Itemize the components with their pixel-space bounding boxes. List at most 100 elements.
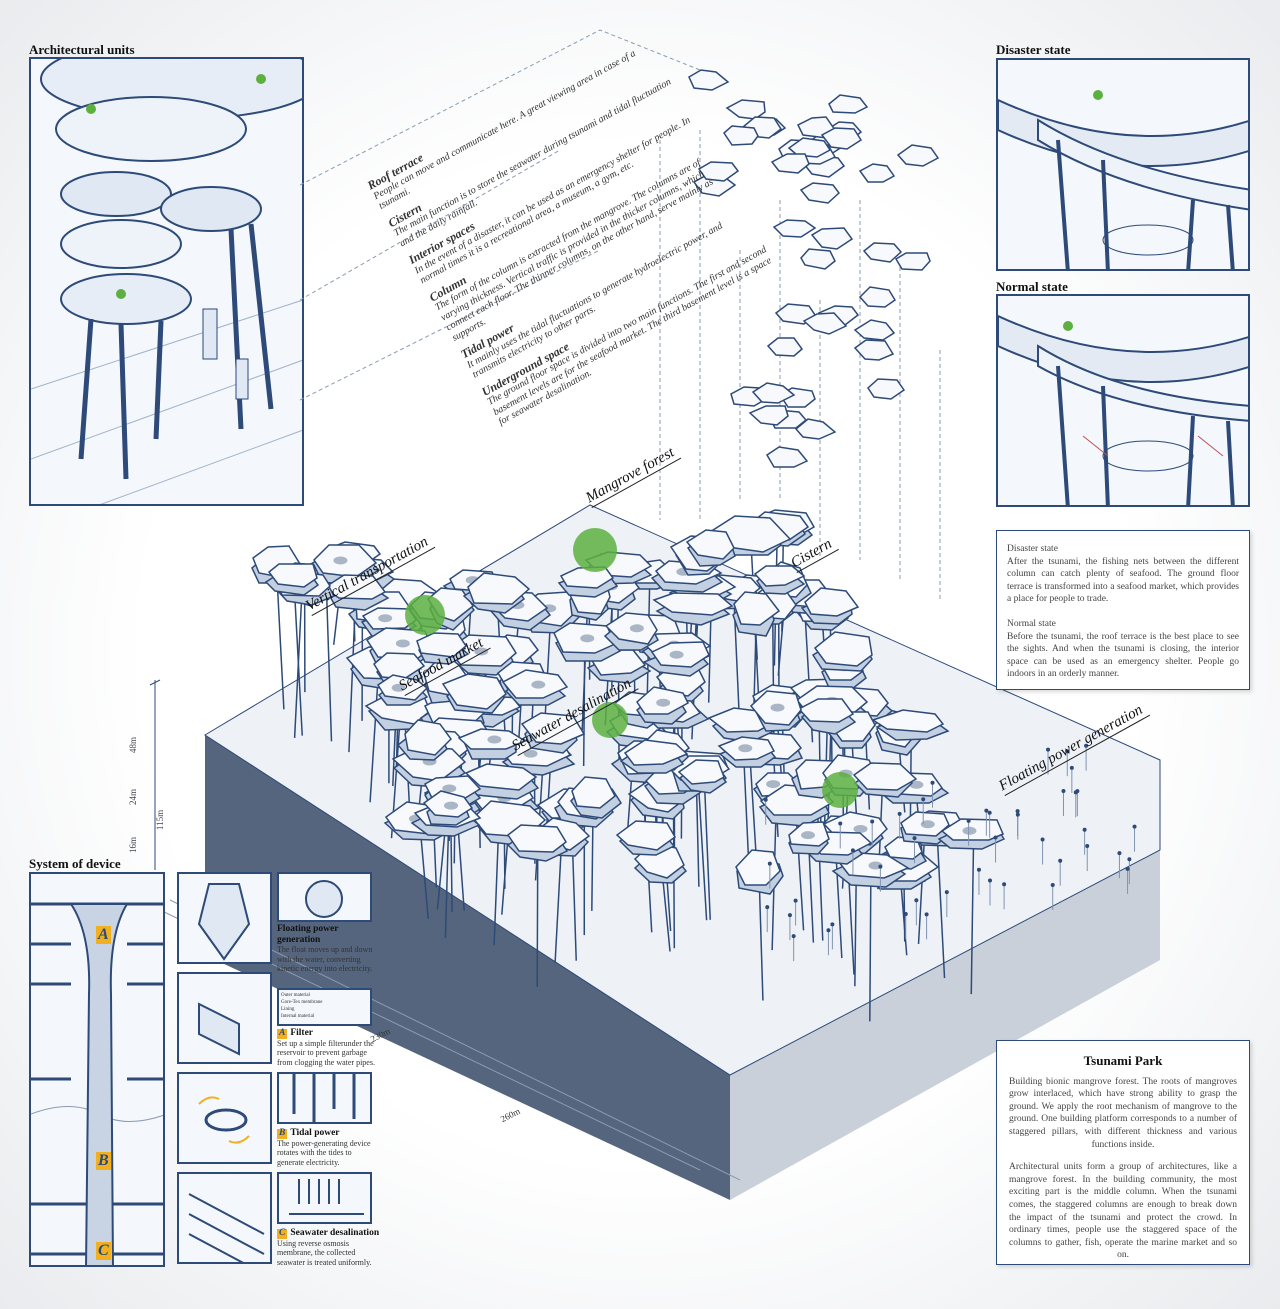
pillar: [325, 573, 333, 742]
platform-opening: [770, 703, 785, 712]
platform-opening: [853, 824, 868, 833]
floating-platform: [748, 405, 789, 426]
system-of-device-title: System of device: [29, 856, 121, 871]
normal-body: Before the tsunami, the roof terrace is …: [1007, 631, 1239, 680]
floating-platform: [772, 219, 817, 238]
platform-opening: [909, 780, 924, 789]
architectural-units-panel: [29, 57, 304, 506]
float: [1085, 844, 1090, 849]
desalination-pipes-illustration: [177, 1172, 272, 1264]
floating-platform: [774, 303, 817, 325]
platform-opening: [738, 744, 753, 753]
float: [966, 818, 971, 823]
float: [1058, 858, 1063, 863]
floating-platform: [800, 248, 836, 270]
floating-platform: [896, 144, 940, 167]
platform: [404, 719, 452, 756]
platform-opening: [474, 647, 489, 656]
device-title: Seawater desalination: [290, 1228, 380, 1238]
platform: [685, 529, 735, 560]
device-tag: A: [277, 1028, 288, 1039]
float: [878, 864, 883, 869]
float: [1132, 824, 1137, 829]
float: [767, 861, 772, 866]
float: [870, 819, 875, 824]
platform: [753, 565, 806, 587]
floating-platform: [770, 153, 810, 174]
device-text: The power-generating device rotates with…: [277, 1138, 371, 1167]
height-dim-1: 48m: [128, 736, 139, 754]
pillar: [869, 865, 872, 1022]
disaster-body: After the tsunami, the fishing nets betw…: [1007, 556, 1239, 605]
disaster-state-panel: [996, 58, 1250, 271]
floating-platform: [867, 378, 906, 400]
floating-platform: [810, 227, 854, 250]
float: [1040, 837, 1045, 842]
filter-layer: Lining: [281, 1007, 295, 1012]
floating-platform: [853, 319, 896, 341]
float: [1084, 743, 1089, 748]
platform: [733, 591, 781, 626]
floating-platform: [723, 125, 759, 146]
platform-opening: [920, 820, 935, 829]
floating-platform: [858, 286, 897, 308]
pillar: [935, 825, 946, 979]
float: [1125, 866, 1130, 871]
column-tag-b: B: [96, 1152, 111, 1170]
float: [793, 898, 798, 903]
floating-platform: [766, 337, 804, 357]
platform: [506, 824, 567, 853]
float: [787, 913, 792, 918]
float: [1127, 857, 1132, 862]
desalination-detail-illustration: [277, 1172, 372, 1224]
floating-platform: [799, 182, 841, 204]
block-left-face: [205, 735, 730, 1200]
device-tag: C: [277, 1228, 288, 1239]
column-section-drawing: [31, 902, 163, 1265]
tidal-devices-illustration: [277, 1072, 372, 1124]
float: [924, 912, 929, 917]
platform-opening: [580, 634, 595, 643]
float: [987, 810, 992, 815]
normal-state-drawing: [998, 314, 1248, 505]
platform-opening: [444, 801, 459, 810]
column-tag-c: C: [96, 1242, 111, 1260]
float: [1061, 788, 1066, 793]
platform: [623, 739, 689, 766]
tsunami-park-description: Tsunami Park Building bionic mangrove fo…: [996, 1040, 1250, 1265]
floating-platform: [725, 99, 766, 120]
platform-opening: [669, 650, 684, 659]
float: [1073, 790, 1078, 795]
float: [984, 808, 989, 813]
disaster-heading: Disaster state: [1007, 544, 1058, 554]
architectural-units-title: Architectural units: [29, 42, 135, 57]
float: [791, 934, 796, 939]
platform-opening: [391, 683, 406, 692]
normal-state-panel: [996, 294, 1250, 507]
disaster-state-drawing: [998, 90, 1248, 269]
floating-platform: [688, 69, 730, 91]
platform: [804, 587, 860, 617]
platform: [441, 673, 507, 710]
platform: [416, 632, 467, 658]
float: [976, 867, 981, 872]
filter-illustration: [177, 972, 272, 1064]
device-tag: B: [277, 1128, 288, 1139]
column-section-panel: A B C: [29, 872, 165, 1267]
floating-platform: [820, 127, 863, 150]
column-tag-a: A: [96, 926, 111, 944]
platform-opening: [442, 784, 457, 793]
platform-opening: [487, 735, 502, 744]
normal-state-title: Normal state: [996, 279, 1068, 294]
normal-heading: Normal state: [1007, 618, 1056, 629]
float: [897, 811, 902, 816]
float: [1002, 882, 1007, 887]
float: [993, 835, 998, 840]
platform: [852, 762, 918, 791]
